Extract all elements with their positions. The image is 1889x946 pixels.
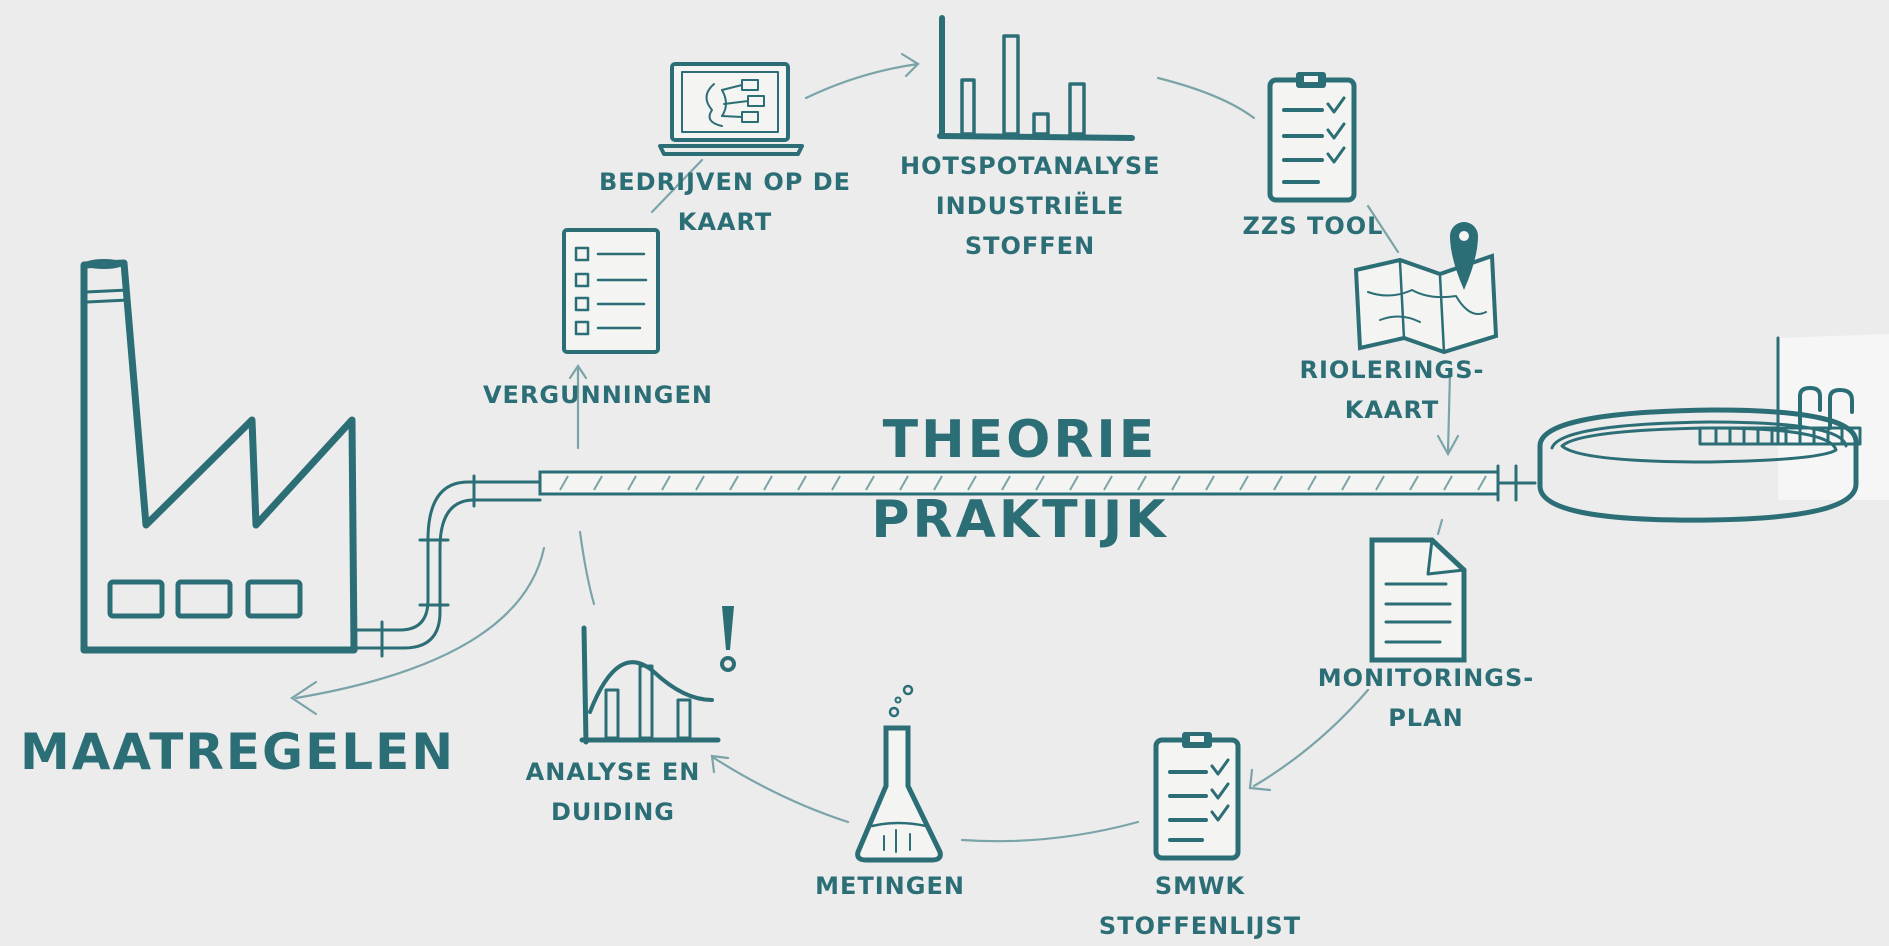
pipe-hatch-line [797,475,807,491]
pipe-hatch-line [967,475,977,491]
pipe-hatch-line [1205,475,1215,491]
chart-exclamation-icon [579,606,736,745]
pipe-hatch-line [729,475,739,491]
step-riolering-label: RIOLERINGS- KAART [1299,356,1485,424]
step-hotspot-label: HOTSPOTANALYSE INDUSTRIËLE STOFFEN [900,152,1161,260]
lab-flask-icon [855,684,943,863]
factory-icon [80,259,358,654]
document-icon [1369,537,1467,663]
pipe-hatch-line [1171,475,1181,491]
pipe-hatch-line [1103,475,1113,491]
pipe-hatch-line [661,475,671,491]
step-monitoring-label: MONITORINGS- PLAN [1317,664,1535,732]
pipe-hatch-line [559,475,569,491]
pipe-hatch-line [1307,475,1317,491]
pipe-hatch-line [1035,475,1045,491]
step-analyse-label: ANALYSE EN DUIDING [525,758,701,826]
step-vergunningen-label: VERGUNNINGEN [482,381,713,409]
practice-label: PRAKTIJK [871,490,1169,550]
pipe-hatch-line [695,475,705,491]
pipe-hatch-line [1069,475,1079,491]
permit-list-icon [562,228,660,354]
pipe-hatch-line [1443,475,1453,491]
pipe-hatch-line [763,475,773,491]
pipe-hatch-line [593,475,603,491]
pipe-hatch-line [1137,475,1147,491]
pipe-hatch-line [1375,475,1385,491]
pipe-hatch-line [1409,475,1419,491]
pipe-hatch-line [831,475,841,491]
pipe-hatch-line [1239,475,1249,491]
pipe-hatch-line [627,475,637,491]
pipe-hatch-line [865,475,875,491]
smwk-clipboard-icon [1153,732,1241,861]
pipe-hatch-line [1341,475,1351,491]
map-pin-icon [1353,222,1499,355]
laptop-map-icon [658,62,804,156]
pipe-hatch-line [899,475,909,491]
pipe-hatch-line [933,475,943,491]
zzs-clipboard-icon [1267,72,1357,203]
theory-label: THEORIE [882,410,1158,470]
pipe-hatch-line [1273,475,1283,491]
cycle-arrows [290,52,1460,843]
step-smwk-label: SMWK STOFFENLIJST [1098,872,1302,940]
outlet-pipe-icon [354,474,542,658]
sewer-pipe-icon [538,464,1537,502]
bar-chart-icon [937,15,1135,141]
step-bedrijven-label: BEDRIJVEN OP DE KAART [598,168,852,236]
step-metingen-label: METINGEN [815,872,965,900]
pipe-hatch-line [1001,475,1011,491]
step-zzs-label: ZZS TOOL [1242,212,1384,240]
treatment-plant-icon [1537,334,1889,523]
maatregelen-label: MAATREGELEN [20,723,456,781]
pipe-hatch-line [1477,475,1487,491]
